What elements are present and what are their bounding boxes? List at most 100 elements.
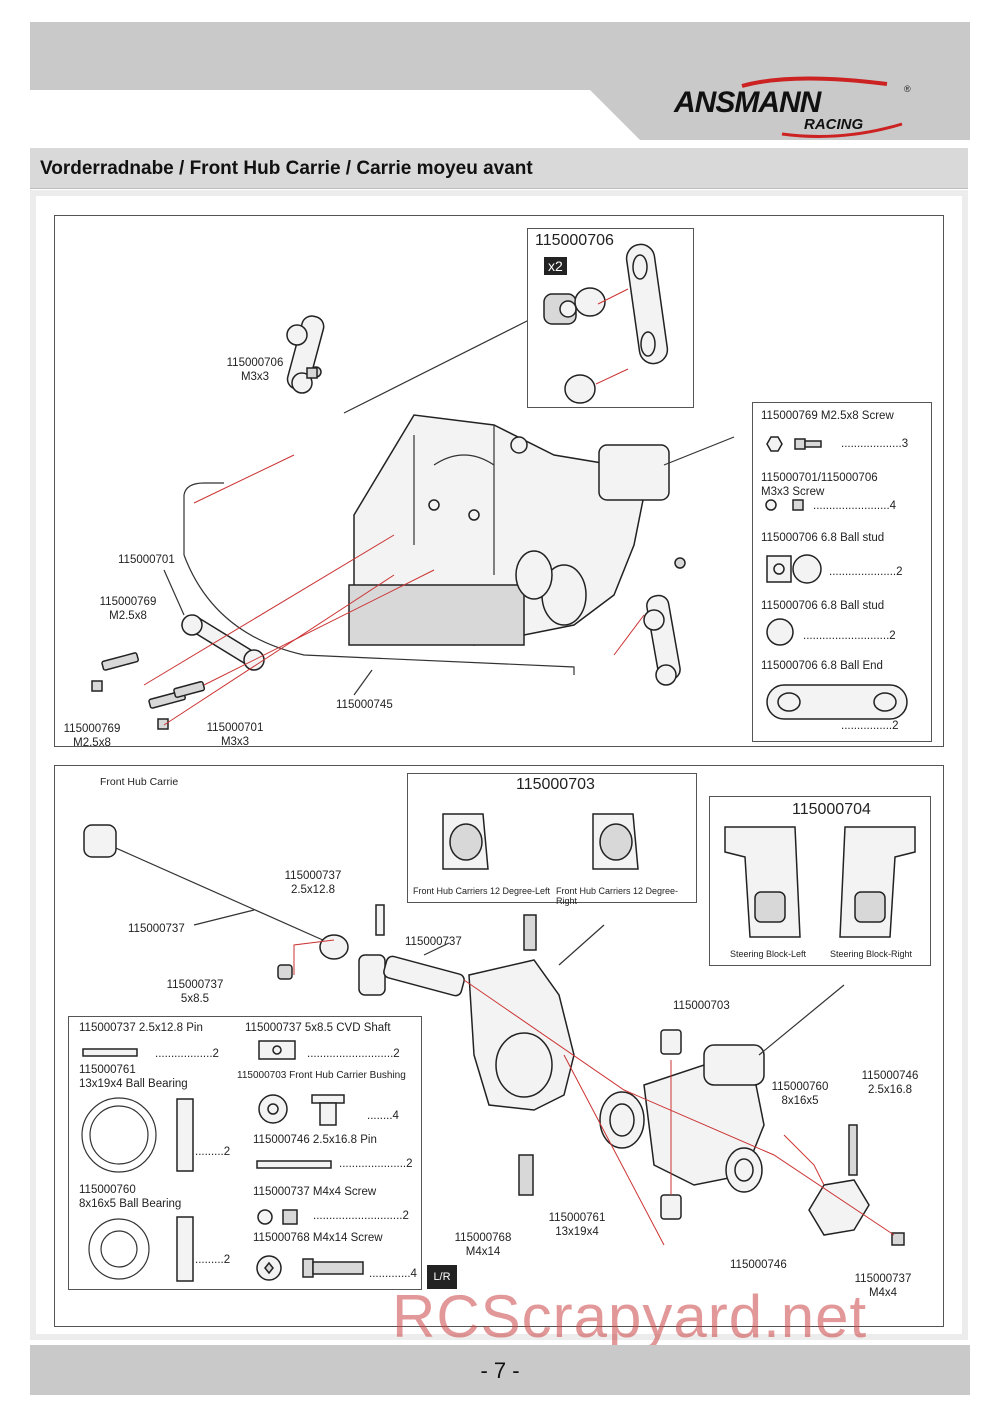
hub-assembly-diagram (83, 824, 905, 1246)
page-number: - 7 - (480, 1358, 520, 1383)
plist-760-code: 115000760 (79, 1184, 136, 1196)
part-4-name: 115000706 6.8 Ball stud (761, 600, 885, 612)
part-2-name2: M3x3 Screw (761, 486, 825, 498)
bearing-761-icon (81, 1097, 194, 1173)
label-small-pin: 115000737 5x8.5 (155, 978, 235, 1006)
pin-icon (82, 1048, 138, 1057)
plist-cvd-name: 115000737 5x8.5 CVD Shaft (245, 1022, 391, 1034)
plist-761-code: 115000761 (79, 1064, 136, 1076)
label-769-lower: 115000769 M2.5x8 (52, 722, 132, 750)
top-parts-list: 115000769 M2.5x8 Screw .................… (752, 402, 932, 742)
label-701-lower-size: M3x3 (220, 736, 250, 748)
label-701-lower: 115000701 M3x3 (195, 721, 275, 749)
label-cvd: 115000737 (405, 936, 462, 948)
bushing-icon (258, 1094, 345, 1126)
hub-carrier-illustration (442, 813, 639, 870)
ball-end-illustration (543, 243, 669, 404)
label-bearing-760: 115000760 8x16x5 (760, 1080, 840, 1108)
hub-carrier-left-label: Front Hub Carriers 12 Degree-Left (413, 886, 551, 896)
part-1-name: 115000769 M2.5x8 Screw (761, 410, 894, 422)
plist-pin-qty: ..................2 (155, 1048, 219, 1060)
label-screw-737: 115000737 M4x4 (843, 1272, 923, 1300)
m4x14-screw-icon (256, 1255, 364, 1281)
plist-bushing-name: 115000703 Front Hub Carrier Bushing (237, 1070, 406, 1081)
label-bearing-761-size: 13x19x4 (555, 1226, 599, 1238)
ball-stud-icon (766, 554, 822, 584)
kit-box-703-code: 115000703 (516, 776, 595, 793)
brand-sub: RACING (804, 116, 864, 133)
pin-746-icon (256, 1160, 332, 1169)
label-769-lower-code: 115000769 (63, 723, 121, 735)
label-pin-746-size: 2.5x16.8 (867, 1084, 913, 1096)
set-screw-icon (765, 499, 804, 511)
part-5-name: 115000706 6.8 Ball End (761, 660, 883, 672)
label-screw-768: 115000768 M4x14 (443, 1231, 523, 1259)
label-shaft: 115000737 (128, 923, 185, 935)
plist-m4x14-name: 115000768 M4x14 Screw (253, 1232, 383, 1244)
label-screw-768-size: M4x14 (465, 1246, 501, 1258)
label-769-upper: 115000769 M2.5x8 (88, 595, 168, 623)
label-hex-746: 115000746 (730, 1259, 787, 1271)
brand-logo: ANSMANN ® RACING (672, 76, 917, 141)
label-706-size: M3x3 (240, 371, 270, 383)
plist-m4x4-name: 115000737 M4x4 Screw (253, 1186, 377, 1198)
label-769-upper-code: 115000769 (99, 596, 157, 608)
plist-761-qty: .........2 (195, 1146, 231, 1158)
page-title: Vorderradnabe / Front Hub Carrie / Carri… (40, 158, 533, 179)
kit-box-704-code: 115000704 (792, 801, 871, 818)
ball-end-icon (766, 684, 908, 720)
plist-pin-name: 115000737 2.5x12.8 Pin (79, 1022, 203, 1034)
part-5-qty: ................2 (841, 720, 899, 732)
label-745: 115000745 (336, 699, 393, 711)
cvd-pin-icon (258, 1040, 296, 1060)
brand-registered: ® (904, 84, 911, 94)
label-screw-768-code: 115000768 (454, 1232, 512, 1244)
label-bearing-761-code: 115000761 (548, 1212, 606, 1224)
steering-block-left-label: Steering Block-Left (730, 949, 807, 959)
m4x4-screw-icon (257, 1209, 298, 1225)
label-pin: 115000737 2.5x12.8 (273, 869, 353, 897)
plist-cvd-qty: ...........................2 (307, 1048, 400, 1060)
bearing-760-icon (88, 1216, 194, 1282)
label-706-code: 115000706 (226, 357, 284, 369)
label-pin-746: 115000746 2.5x16.8 (850, 1069, 930, 1097)
left-right-badge: L/R (427, 1265, 457, 1289)
label-701: 115000701 (118, 554, 175, 566)
plist-m4x14-qty: .............4 (369, 1268, 417, 1280)
header-shape (30, 90, 970, 140)
label-pin-size: 2.5x12.8 (290, 884, 336, 896)
differential-assembly-diagram (91, 315, 735, 730)
footer-band (30, 1345, 970, 1395)
label-bushing: 115000703 (673, 1000, 730, 1012)
label-bearing-761: 115000761 13x19x4 (537, 1211, 617, 1239)
label-screw-737-code: 115000737 (854, 1273, 912, 1285)
steering-block-right-label: Steering Block-Right (830, 949, 913, 959)
kit-box-706-code: 115000706 (535, 232, 614, 249)
plist-760-desc: 8x16x5 Ball Bearing (79, 1198, 182, 1210)
ball-icon (766, 618, 794, 646)
plist-bushing-qty: ........4 (367, 1110, 399, 1122)
screw-icon (766, 436, 822, 452)
label-small-pin-code: 115000737 (166, 979, 224, 991)
label-pin-746-code: 115000746 (861, 1070, 919, 1082)
label-701-lower-code: 115000701 (206, 722, 264, 734)
part-2-name: 115000701/115000706 (761, 472, 878, 484)
label-pin-code: 115000737 (284, 870, 342, 882)
label-screw-737-size: M4x4 (868, 1287, 898, 1299)
label-bearing-760-code: 115000760 (771, 1081, 829, 1093)
plist-m4x4-qty: ............................2 (313, 1210, 409, 1222)
label-706: 115000706 M3x3 (215, 356, 295, 384)
part-3-qty: .....................2 (829, 566, 903, 578)
bottom-heading: Front Hub Carrie (100, 776, 179, 788)
label-bearing-760-size: 8x16x5 (781, 1095, 819, 1107)
plist-746-name: 115000746 2.5x16.8 Pin (253, 1134, 377, 1146)
part-3-name: 115000706 6.8 Ball stud (761, 532, 885, 544)
label-small-pin-size: 5x8.5 (180, 993, 210, 1005)
label-769-lower-size: M2.5x8 (73, 737, 111, 749)
plist-761-desc: 13x19x4 Ball Bearing (79, 1078, 188, 1090)
brand-name: ANSMANN (674, 86, 821, 119)
kit-box-706: 115000706 x2 (527, 228, 694, 408)
part-2-qty: ........................4 (813, 500, 897, 512)
steering-block-illustration (724, 826, 916, 938)
plist-746-qty: .....................2 (339, 1158, 413, 1170)
